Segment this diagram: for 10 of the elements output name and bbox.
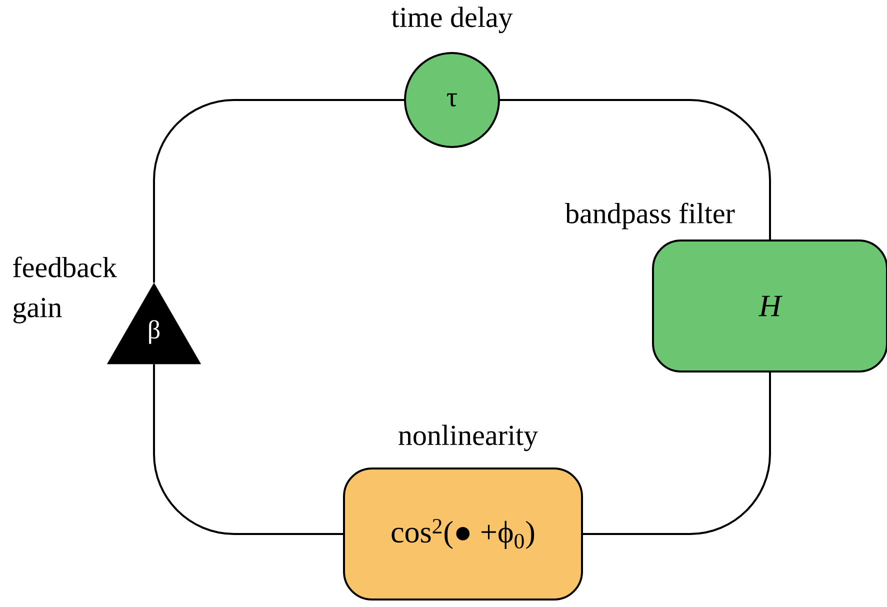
connector-line: [500, 99, 771, 240]
node-heading: time delay: [392, 6, 513, 34]
node-heading: nonlinearity: [398, 424, 538, 452]
connector-line: [153, 364, 343, 535]
connector-line: [153, 99, 404, 283]
filter-box: H: [652, 239, 887, 372]
node-heading: bandpass filter: [565, 202, 735, 230]
nonlinearity-box: cos$^{2}$(● +ϕ$_{0}$): [343, 467, 583, 600]
connector-line: [583, 372, 771, 535]
gain-triangle: β: [107, 282, 201, 364]
